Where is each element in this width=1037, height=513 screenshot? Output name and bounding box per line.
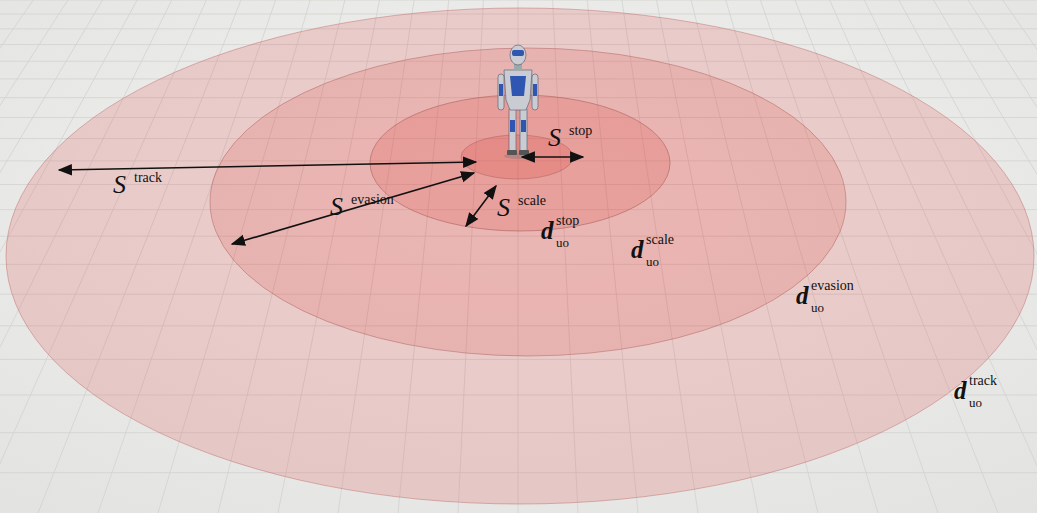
subscript-label: uo (646, 255, 659, 268)
distance-symbol: d (541, 218, 554, 243)
track-radius-arrow (59, 162, 476, 170)
scale-radius-arrow (466, 186, 496, 226)
distance-symbol: d (954, 378, 967, 403)
subscript-label: uo (969, 396, 982, 409)
superscript-label: evasion (811, 279, 854, 293)
dimension-arrows (59, 157, 583, 244)
distance-symbol: d (631, 237, 644, 262)
superscript-label: track (134, 171, 162, 185)
superscript-label: stop (556, 214, 579, 228)
superscript-label: scale (518, 194, 546, 208)
superscript-label: scale (646, 233, 674, 247)
evasion-radius-arrow (232, 173, 474, 244)
evasion-zone (210, 48, 846, 356)
region-symbol: S (548, 125, 561, 151)
region-symbol: S (330, 194, 343, 220)
superscript-label: evasion (351, 193, 394, 207)
subscript-label: uo (811, 301, 824, 314)
region-symbol: S (113, 172, 126, 198)
humanoid-robot (498, 45, 538, 159)
tile-line (0, 0, 1037, 1)
superscript-label: track (969, 374, 997, 388)
stop-radius-arrow (522, 156, 583, 158)
superscript-label: stop (569, 124, 592, 138)
track-zone (6, 8, 1034, 504)
subscript-label: uo (556, 236, 569, 249)
distance-symbol: d (796, 283, 809, 308)
region-symbol: S (497, 195, 510, 221)
